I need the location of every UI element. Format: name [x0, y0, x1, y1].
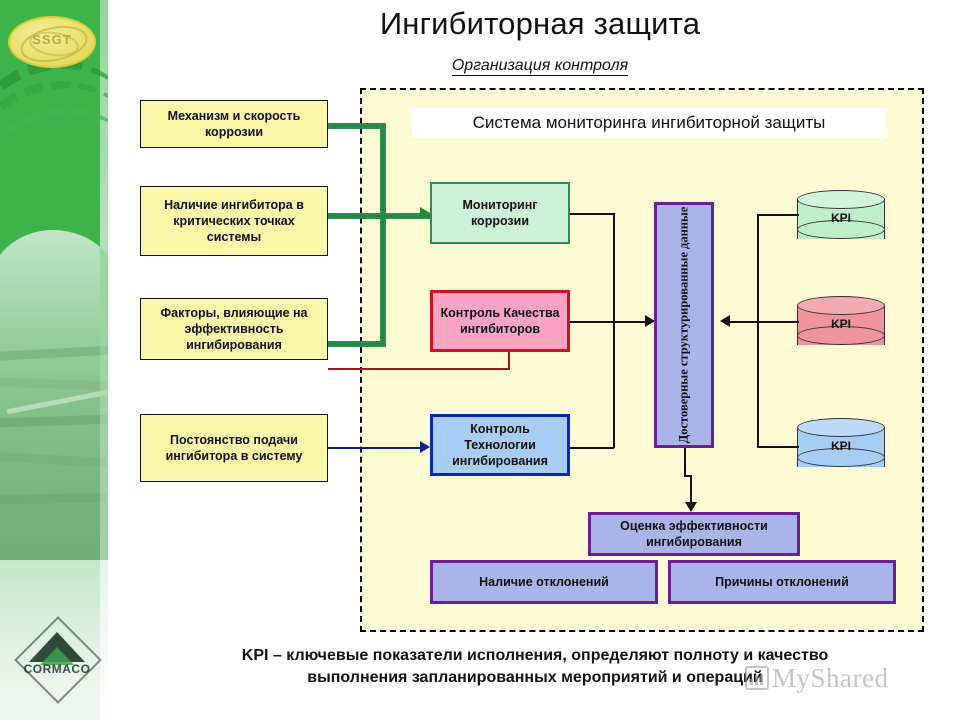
arrow-into-data-box-right [720, 315, 730, 327]
process-box-corrosion-monitoring[interactable]: Мониторинг коррозии [430, 182, 570, 244]
input-box-effectiveness-factors[interactable]: Факторы, влияющие на эффективность ингиб… [140, 298, 328, 360]
decorative-sidebar: SSGT CORMACO [0, 0, 108, 720]
arrow-into-monitoring [420, 207, 430, 219]
company-oval-logo-icon: SSGT [8, 16, 96, 68]
data-box-label: Достоверные структурированные данные [676, 206, 691, 444]
cormaco-diamond-logo-icon: CORMACO [14, 616, 102, 704]
arrow-into-technology-control [420, 441, 430, 453]
connector-red-horizontal [328, 368, 510, 371]
connector-red-vertical [508, 348, 511, 370]
connector-green-1 [328, 123, 386, 130]
output-box-effectiveness-evaluation[interactable]: Оценка эффективности ингибирования [588, 512, 800, 556]
output-box-deviation-causes[interactable]: Причины отклонений [668, 560, 896, 604]
filmstrip-arcs-decoration [0, 35, 108, 311]
connector-kpi-to-data [728, 321, 758, 323]
kpi-cylinder-red[interactable]: KPI [797, 296, 885, 354]
connector-green-2 [328, 213, 432, 220]
page-title: Ингибиторная защита [379, 6, 701, 41]
connector-proc1 [570, 213, 614, 215]
input-box-inhibitor-presence[interactable]: Наличие ингибитора в критических точках … [140, 186, 328, 256]
connector-kpi1 [757, 214, 799, 216]
band-edge-gradient [100, 0, 108, 720]
kpi-cylinder-blue[interactable]: KPI [797, 418, 885, 476]
connector-proc3 [570, 447, 614, 449]
connector-proc-trunk [613, 213, 615, 448]
connector-blue-horizontal [328, 447, 424, 450]
connector-data-down-b [690, 475, 692, 504]
myshared-watermark: MyShared [745, 663, 888, 694]
landscape-photo [0, 230, 108, 560]
connector-kpi3 [757, 446, 799, 448]
input-box-corrosion-mechanism[interactable]: Механизм и скорость коррозии [140, 100, 328, 148]
footer-line-2: выполнения запланированных мероприятий и… [307, 668, 763, 686]
connector-proc2 [570, 321, 614, 323]
footer-legend: KPI – ключевые показатели исполнения, оп… [120, 645, 950, 688]
myshared-watermark-text: MyShared [772, 663, 889, 693]
kpi-label-green: KPI [830, 211, 851, 225]
page-subtitle-text: Организация контроля [451, 57, 629, 76]
connector-green-3 [328, 341, 386, 348]
process-box-inhibitor-quality-control[interactable]: Контроль Качества ингибиторов [430, 290, 570, 352]
kpi-label-blue: KPI [830, 439, 851, 453]
arrow-into-data-box-left [645, 315, 655, 327]
system-header-box: Система мониторинга ингибиторной защиты [412, 108, 886, 138]
data-box-reliable-structured-data[interactable]: Достоверные структурированные данные [654, 202, 714, 448]
page-subtitle: Организация контроля [330, 57, 750, 76]
connector-data-jog [684, 475, 692, 477]
input-box-constant-supply[interactable]: Постоянство подачи ингибитора в систему [140, 414, 328, 482]
output-box-deviations-present[interactable]: Наличие отклонений [430, 560, 658, 604]
connector-kpi2 [757, 321, 799, 323]
connector-proc-to-data [613, 321, 651, 323]
connector-kpi-trunk [757, 214, 759, 447]
kpi-cylinder-green[interactable]: KPI [797, 190, 885, 248]
connector-data-down-a [684, 448, 686, 476]
process-box-inhibition-technology-control[interactable]: Контроль Технологии ингибирования [430, 414, 570, 476]
arrow-into-evaluation [685, 502, 697, 512]
footer-line-1: KPI – ключевые показатели исполнения, оп… [241, 647, 829, 664]
diamond-logo-text: CORMACO [23, 662, 91, 676]
oval-logo-text: SSGT [32, 32, 72, 47]
kpi-label-red: KPI [830, 317, 851, 331]
connector-green-trunk [380, 123, 387, 347]
myshared-logo-icon [745, 666, 769, 690]
